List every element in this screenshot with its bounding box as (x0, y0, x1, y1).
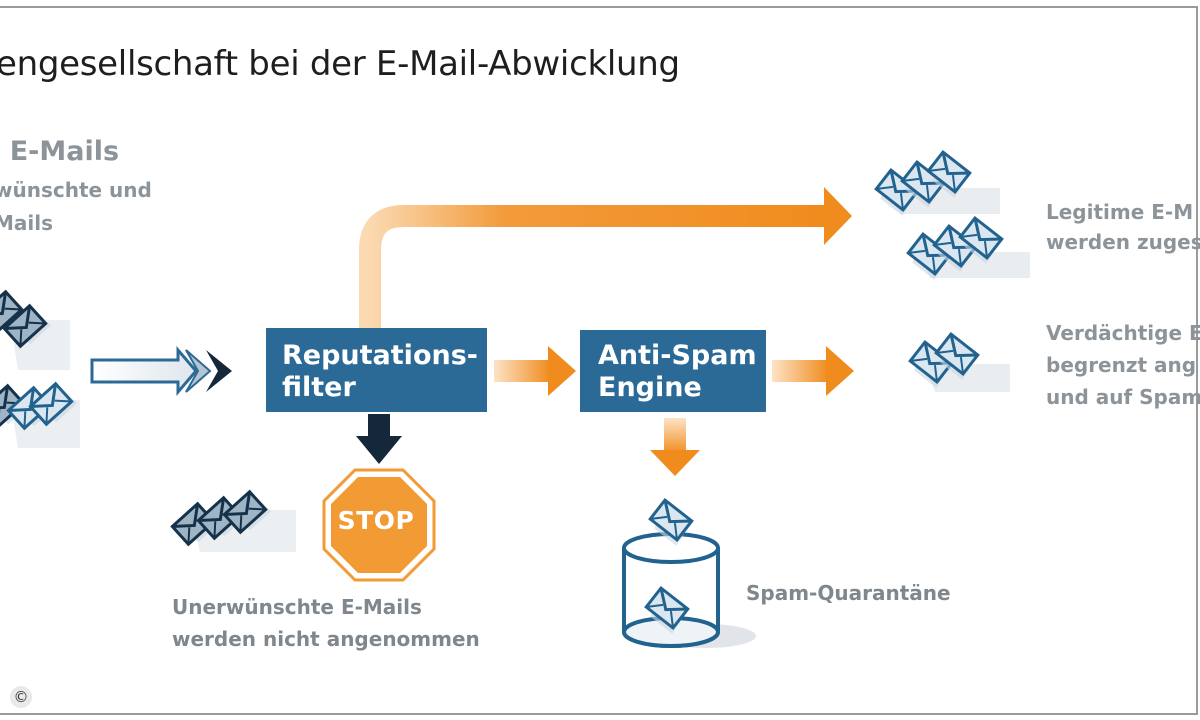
diagram-frame (0, 6, 1198, 715)
rejected-line-2: werden nicht angenommen (172, 627, 480, 651)
legitimate-line-1: Legitime E-M (1046, 200, 1194, 224)
diagram-title: engesellschaft bei der E-Mail-Abwicklung (0, 44, 680, 84)
quarantine-label: Spam-Quarantäne (746, 581, 951, 605)
to-suspicious-arrow-icon (772, 346, 854, 396)
antispam-label-2: Engine (598, 372, 702, 403)
quarantine-bin-icon (622, 498, 756, 648)
incoming-line-1: wünschte und (0, 178, 152, 202)
rejected-line-1: Unerwünschte E-Mails (172, 595, 422, 619)
to-quarantine-arrow-icon (650, 418, 700, 476)
reject-arrow-icon (356, 414, 402, 464)
antispam-engine-box (580, 330, 766, 412)
suspicious-envelope-stack-icon (905, 332, 1010, 392)
legitimate-envelope-stack-icon (871, 150, 1030, 282)
incoming-heading: e E-Mails (0, 136, 120, 167)
stop-sign-label: STOP (337, 506, 415, 535)
rejected-envelope-stack-icon (170, 488, 296, 552)
input-arrow-icon (90, 345, 232, 397)
legitimate-line-2: werden zuges (1046, 230, 1200, 254)
copyright-icon: © (10, 686, 32, 708)
suspicious-line-3: und auf Spam (1046, 385, 1200, 409)
stop-sign-icon (322, 468, 436, 582)
reputation-filter-label-1: Reputations- (282, 340, 478, 371)
suspicious-line-2: begrenzt ang (1046, 353, 1197, 377)
to-antispam-arrow-icon (494, 346, 576, 396)
incoming-line-2: Mails (0, 211, 54, 235)
antispam-label-1: Anti-Spam (598, 340, 757, 371)
incoming-envelope-stack-icon (0, 288, 80, 448)
legitimate-path-arrow-icon (359, 187, 852, 330)
reputation-filter-label-2: filter (282, 372, 356, 403)
suspicious-line-1: Verdächtige E (1046, 321, 1200, 345)
reputation-filter-box (266, 328, 487, 412)
